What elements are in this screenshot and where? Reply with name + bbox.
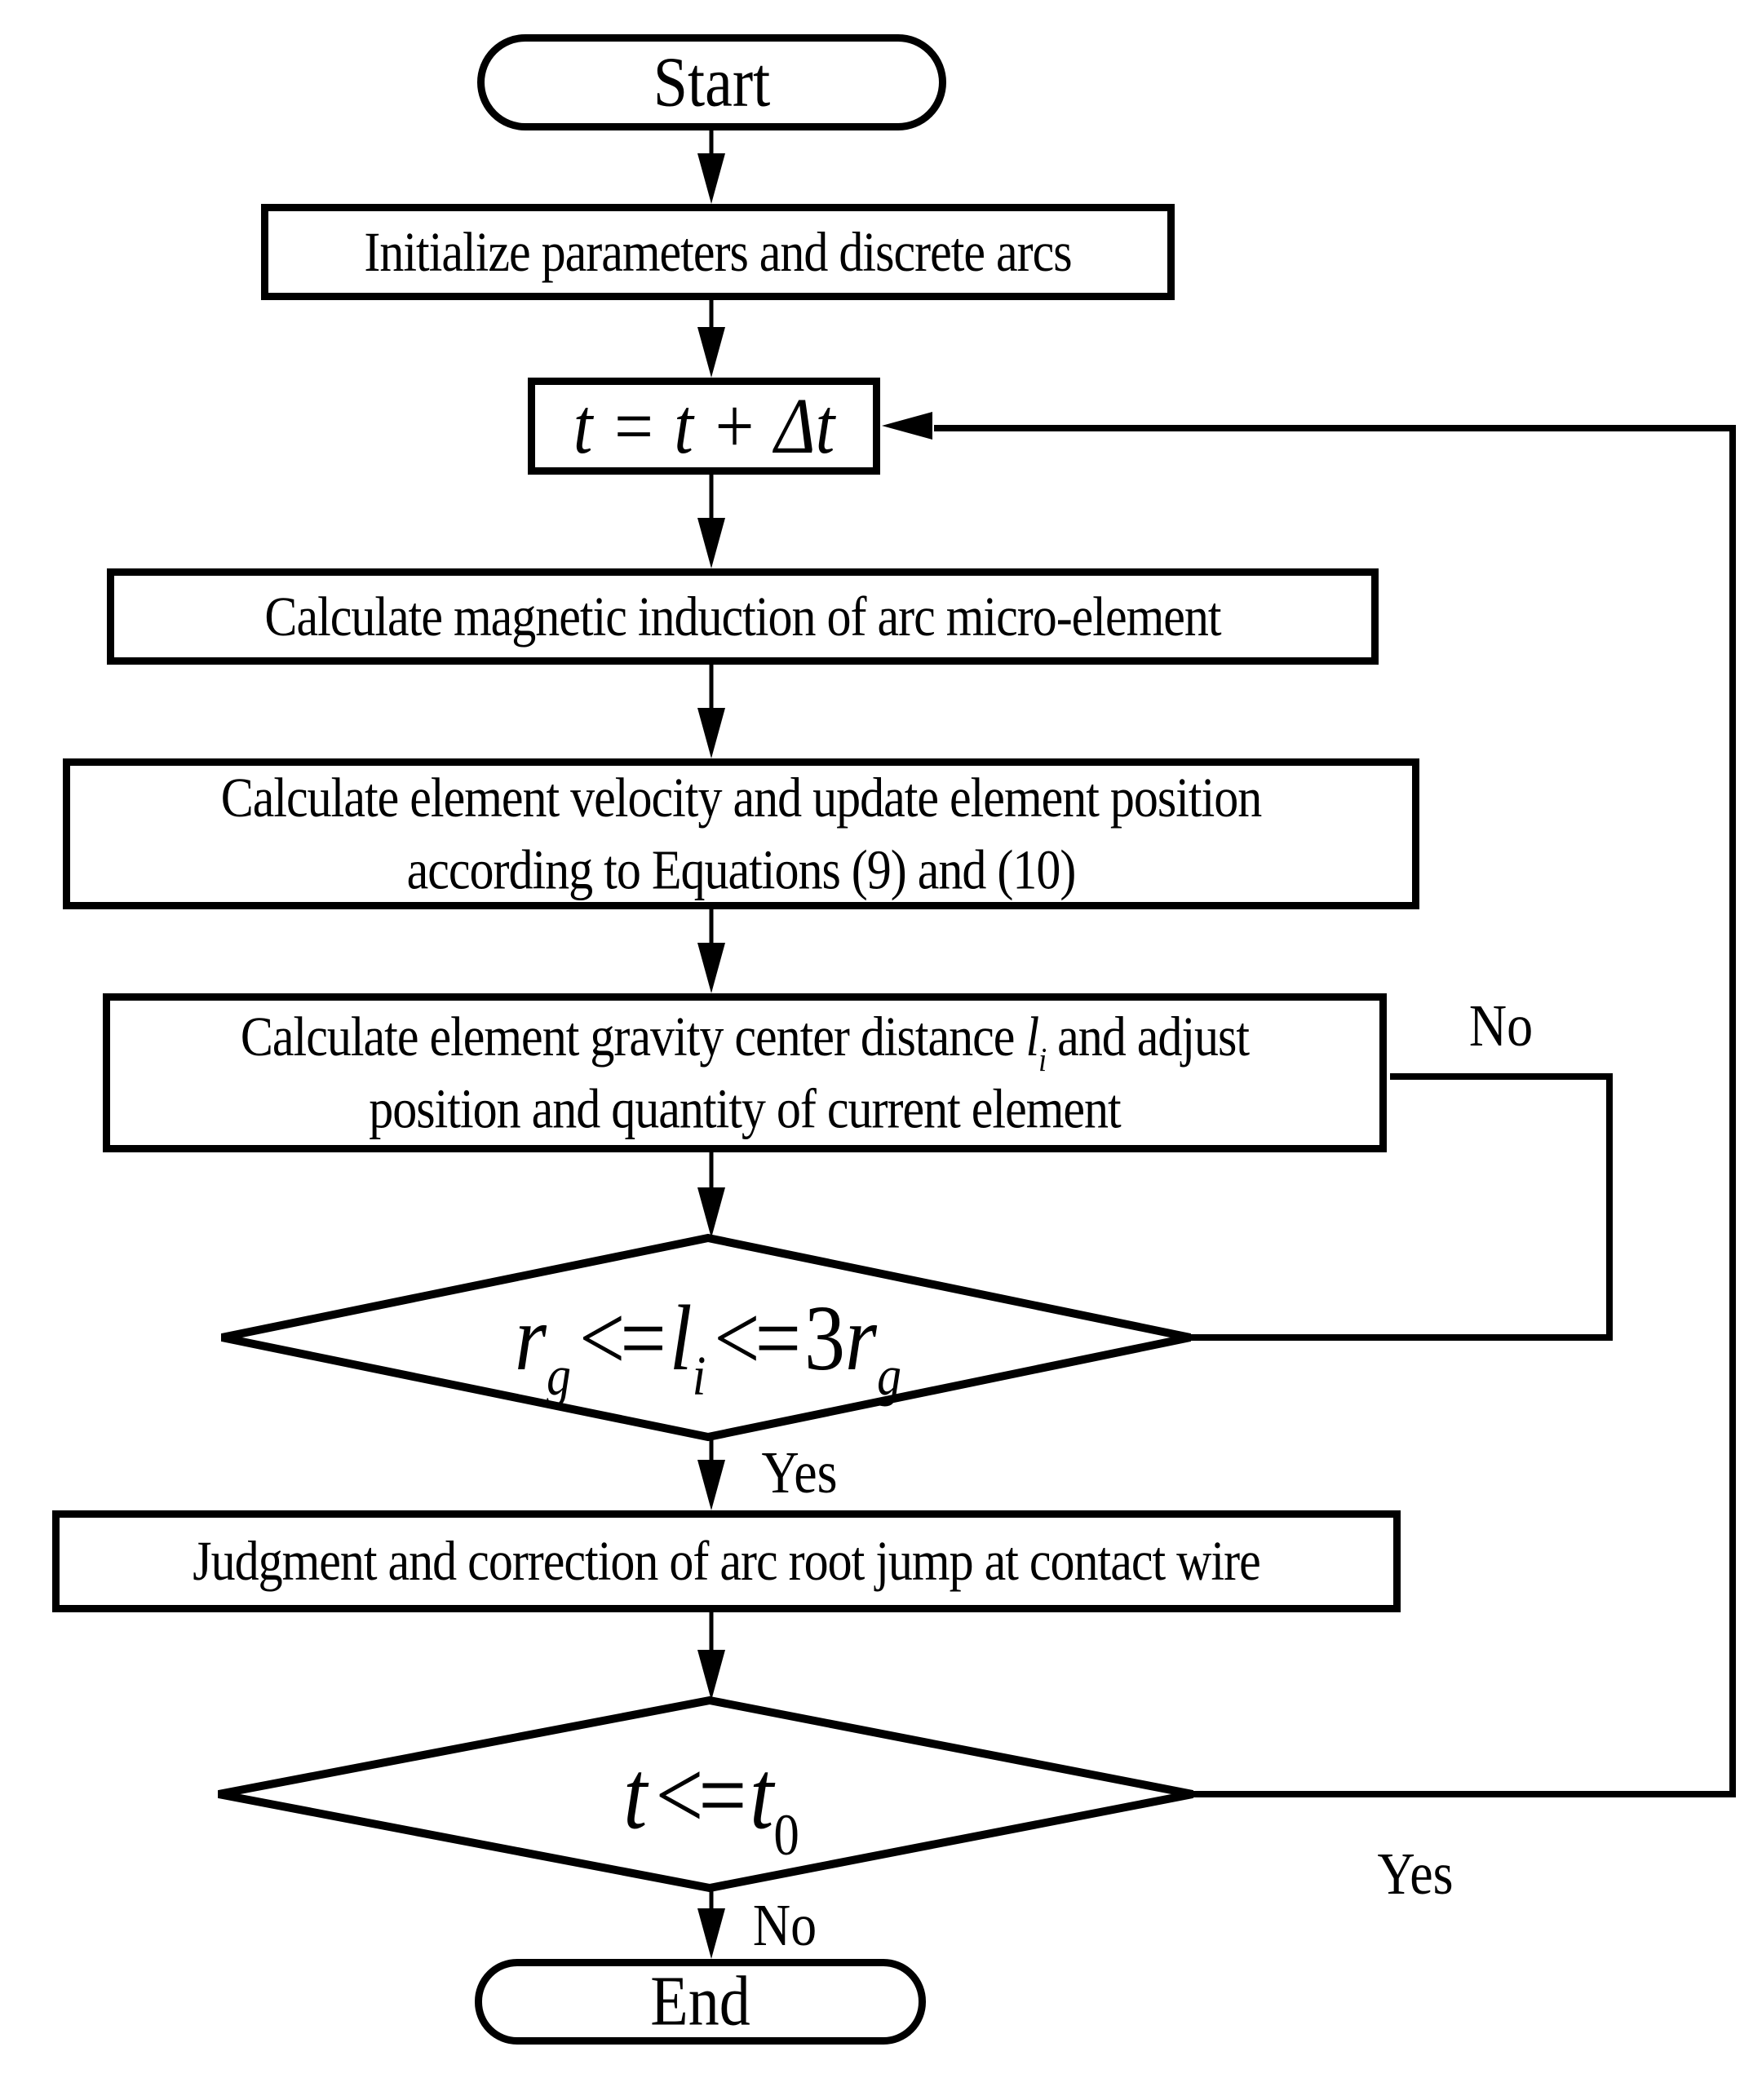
- edge-label-distance-no: No: [1419, 992, 1583, 1059]
- end-label: End: [650, 1961, 750, 2041]
- distance-yes-text: Yes: [761, 1439, 838, 1505]
- time-no-text: No: [752, 1891, 817, 1958]
- arrowhead-icon: [882, 412, 932, 440]
- velocity-line2: according to Equations (9) and (10): [406, 838, 1077, 901]
- gravity-var-l: l: [1025, 1005, 1039, 1068]
- formula-r2: r: [845, 1285, 877, 1390]
- arrowhead-icon: [697, 1460, 725, 1510]
- velocity-line1: Calculate element velocity and update el…: [220, 766, 1263, 829]
- process-time-step: t = t + Δt: [528, 378, 880, 475]
- edge-decision1-no-loop: [1190, 1073, 1613, 1341]
- arrowhead-icon: [697, 1187, 725, 1238]
- formula-li: l: [669, 1285, 693, 1390]
- arrowhead-icon: [697, 153, 725, 204]
- edge-label-time-no: No: [703, 1891, 866, 1958]
- decision-distance-formula: rg<=li<=3rg: [328, 1256, 1088, 1419]
- process-gravity-text: Calculate element gravity center distanc…: [240, 1001, 1250, 1145]
- process-initialize: Initialize parameters and discrete arcs: [261, 204, 1175, 300]
- formula-op2: <=: [714, 1285, 801, 1390]
- process-initialize-label: Initialize parameters and discrete arcs: [364, 220, 1072, 283]
- decision-distance-diamond: [220, 1233, 1192, 1442]
- arrowhead-icon: [697, 518, 725, 568]
- start-terminator: Start: [477, 34, 946, 130]
- edge-label-distance-yes: Yes: [718, 1439, 881, 1505]
- decision-distance-formula-text: rg<=li<=3rg: [515, 1284, 901, 1404]
- arrowhead-icon: [697, 708, 725, 758]
- process-velocity-update: Calculate element velocity and update el…: [63, 758, 1419, 909]
- formula-r1-sub: g: [546, 1344, 571, 1407]
- formula-r2-sub: g: [876, 1344, 901, 1407]
- decision-time-formula-text: t<=t0: [623, 1738, 799, 1864]
- formula-li-sub: i: [692, 1344, 706, 1407]
- arrowhead-icon: [697, 943, 725, 993]
- process-judgment-label: Judgment and correction of arc root jump…: [193, 1530, 1261, 1592]
- gravity-line1-pre: Calculate element gravity center distanc…: [240, 1005, 1026, 1068]
- formula-t: t: [623, 1740, 648, 1850]
- arrowhead-icons: [697, 153, 932, 1959]
- formula-op1: <=: [578, 1285, 666, 1390]
- gravity-var-l-sub: i: [1038, 1040, 1047, 1078]
- process-magnetic-label: Calculate magnetic induction of arc micr…: [264, 585, 1221, 648]
- gravity-line2: position and quantity of current element: [369, 1077, 1121, 1140]
- formula-r1: r: [515, 1285, 547, 1390]
- arrowhead-icon: [697, 1650, 725, 1700]
- gravity-line1: Calculate element gravity center distanc…: [240, 1001, 1250, 1076]
- time-step-formula: t = t + Δt: [573, 382, 835, 471]
- start-label: Start: [653, 42, 771, 122]
- process-judgment-correction: Judgment and correction of arc root jump…: [52, 1510, 1401, 1612]
- formula-coef: 3: [804, 1285, 846, 1390]
- edge-decision2-yes-loop: [934, 425, 1736, 1797]
- process-gravity-center: Calculate element gravity center distanc…: [103, 993, 1387, 1152]
- formula-op: <=: [655, 1740, 746, 1850]
- decision-time-formula: t<=t0: [467, 1719, 956, 1870]
- arrowhead-icon: [697, 327, 725, 378]
- distance-no-text: No: [1468, 992, 1534, 1059]
- process-magnetic-induction: Calculate magnetic induction of arc micr…: [107, 568, 1379, 665]
- formula-t0-sub: 0: [773, 1802, 799, 1868]
- time-yes-text: Yes: [1377, 1840, 1454, 1907]
- end-terminator: End: [475, 1959, 926, 2045]
- process-velocity-text: Calculate element velocity and update el…: [220, 762, 1263, 906]
- formula-t0: t: [750, 1740, 774, 1850]
- decision-time-diamond: [218, 1695, 1193, 1893]
- gravity-line1-post: and adjust: [1046, 1005, 1250, 1068]
- arrowhead-icon: [697, 1908, 725, 1959]
- edge-label-time-yes: Yes: [1334, 1840, 1497, 1907]
